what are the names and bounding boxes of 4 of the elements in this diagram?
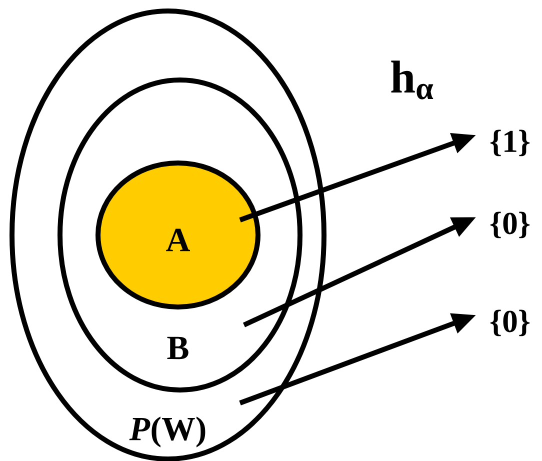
- value-label: {1}: [490, 130, 530, 156]
- value-label: {0}: [490, 310, 530, 336]
- value-label: {0}: [490, 212, 530, 238]
- function-label: h$_{α}$: [391, 60, 434, 100]
